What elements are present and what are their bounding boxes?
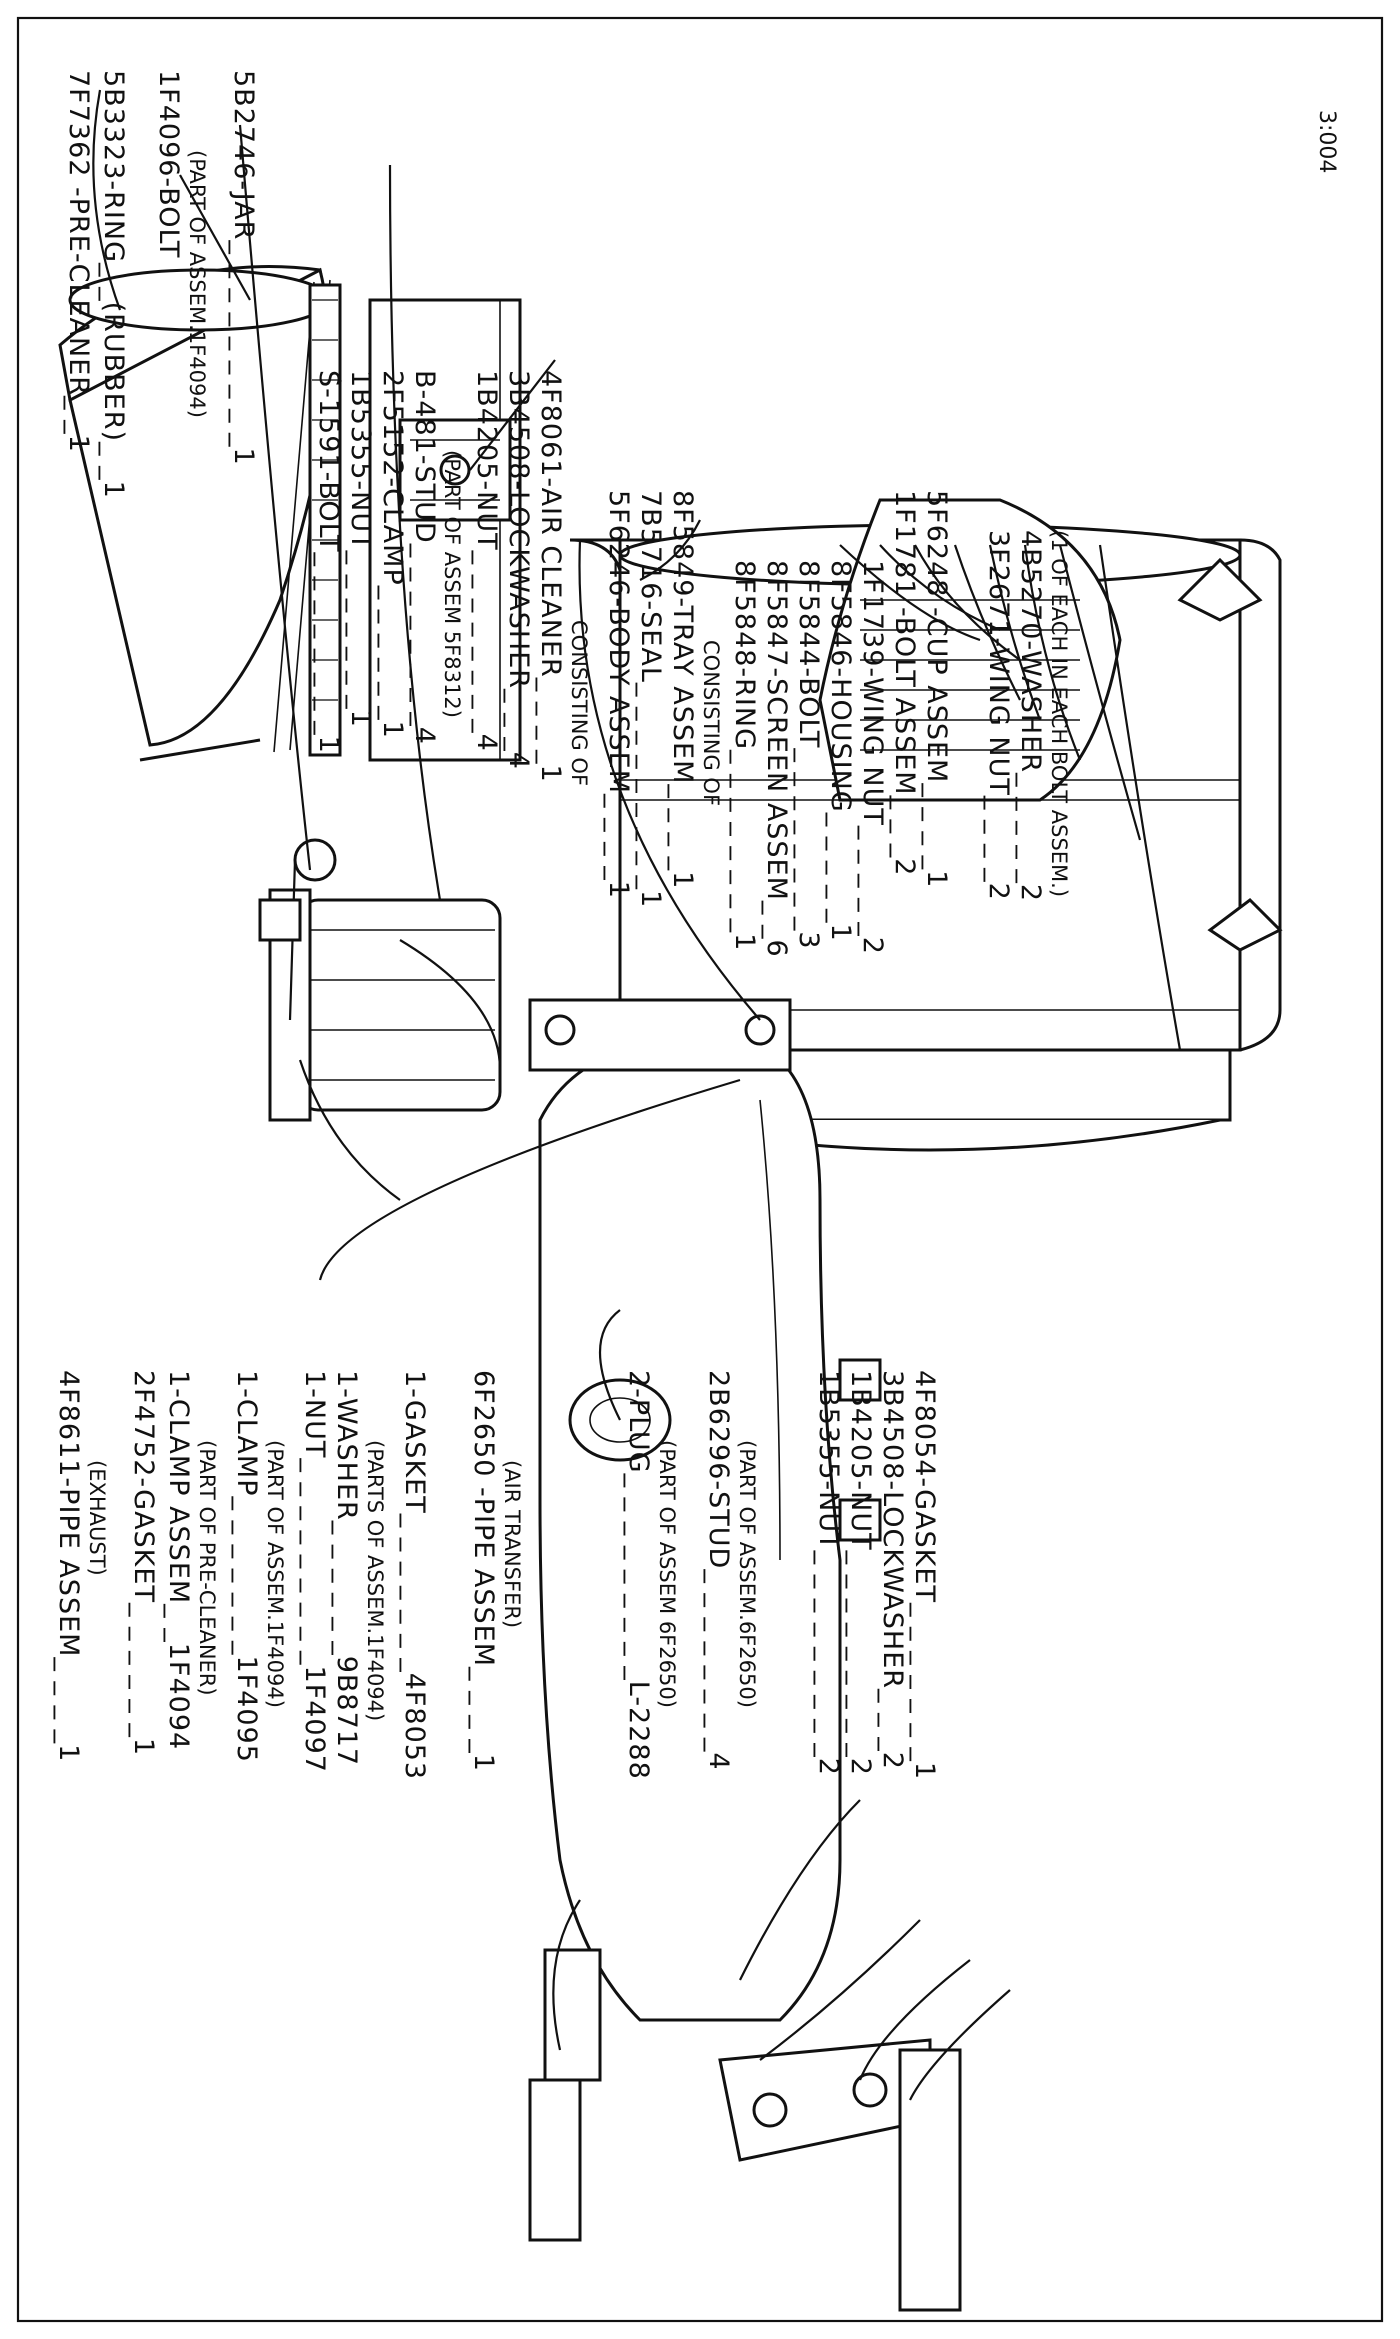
label-nut-1f4097: 1-NUT_ _ _ _ _ _ _ _ _1F4097 — [299, 1370, 330, 1773]
label-clamp-1f4095-note: (PART OF ASSEM.1F4094) — [263, 1440, 287, 1708]
exhaust-pipe — [528, 1948, 602, 2242]
label-pre-cleaner: 7F7362 -PRE-CLEANER_ _1 — [63, 70, 94, 453]
label-plug-note: (PART OF ASSEM 6F2650) — [655, 1440, 679, 1708]
label-nut-1b4205-top: 1B4205-NUT_ _ _ _ _ _ _ _4 — [471, 370, 502, 752]
air-transfer-pipe — [538, 1038, 842, 2022]
label-wing-nut-3f2671: 3F2671-WING NUT_ _ _ _2 — [983, 530, 1014, 901]
pipe-flange-bottom — [718, 2038, 962, 2312]
label-washer-9b8717: 1-WASHER_ _ _ _ _ _9B8717 — [331, 1370, 362, 1766]
label-body-assem: 5F6246-BODY ASSEM_ _ _ _1 — [603, 490, 634, 899]
label-tray-assem: 8F5849-TRAY ASSEM_ _ _ _1 — [667, 490, 698, 889]
label-bolt-8f5844: 8F5844-BOLT_ _ _ _ _ _ _ _3 — [793, 560, 824, 950]
label-jar: 5B2746-JAR_ _ _ _ _ _ _ _ _1 — [228, 70, 259, 466]
label-bolt-1f4096-note: (PART OF ASSEM.1F4094) — [185, 150, 209, 418]
label-wing-nut-1f1739: 1F1739-WING NUT_ _ _ _ _2 — [857, 560, 888, 955]
label-lockwasher-bottom: 3B4508-LOCKWASHER_ _ _2 — [877, 1370, 908, 1770]
label-bolt-assem-1f1781: 1F1781 -BOLT ASSEM_ _ _2 — [889, 490, 920, 876]
label-pipe-assem-exhaust: 4F8611-PIPE ASSEM_ _ _ _1 — [53, 1370, 84, 1762]
pipe-flange-top — [528, 998, 792, 1072]
label-gasket-4f8054: 4F8054-GASKET_ _ _ _ _ _ _1 — [909, 1370, 940, 1780]
label-washer-9b8717-note: (PARTS OF ASSEM.1F4094) — [363, 1440, 387, 1721]
label-cup-assem: 5F6248 -CUP ASSEM_ _ _ _1 — [921, 490, 952, 888]
cutaway-screens — [818, 498, 1122, 802]
label-ring-8f5848: 8F5848-RING_ _ _ _ _ _ _ _1 — [729, 560, 760, 951]
label-stud-b481-note: (PART OF ASSEM 5F8312) — [440, 450, 464, 718]
label-lockwasher-top: 3B4508-LOCKWASHER_ _ _4 — [503, 370, 534, 770]
inlet-clamp — [398, 418, 512, 522]
label-bolt-s1591: S-1591-BOLT_ _ _ _ _ _ _ _1 — [313, 370, 344, 754]
jar — [268, 888, 502, 1122]
label-consisting-of-2: CONSISTING OF — [699, 640, 723, 806]
side-studs — [838, 1358, 882, 1542]
label-pipe-assem-air: 6F2650 -PIPE ASSEM_ _ _ _1 — [468, 1370, 499, 1772]
label-clamp-assem: 1-CLAMP ASSEM_ _1F4094 — [163, 1370, 194, 1750]
label-seal: 7B5716-SEAL_ _ _ _ _ _ _ _ _1 — [635, 490, 666, 908]
page-border — [16, 16, 1384, 2323]
wing-bolt — [258, 838, 337, 1021]
cup-wing-nut-top — [1177, 557, 1263, 622]
label-group-left: 4F8611-PIPE ASSEM_ _ _ _1 (EXHAUST) 2F47… — [53, 1370, 940, 1780]
label-group-top: 7F7362 -PRE-CLEANER_ _1 5B3323-RING_ _(R… — [63, 70, 1339, 958]
pre-cleaner-dome — [58, 265, 342, 762]
label-bolt-1f4096: 1F4096-BOLT — [153, 70, 184, 258]
label-gasket-2f4752: 2F4752-GASKET_ _ _ _ _ _1 — [128, 1370, 159, 1756]
label-nut-1b5355-bottom: 1B5355-NUT_ _ _ _ _ _ _ _ _2 — [813, 1370, 844, 1776]
label-gasket-4f8053: 1-GASKET_ _ _ _ _ _ _4F8053 — [399, 1370, 430, 1780]
label-ring-rubber: 5B3323-RING_ _(RUBBER)_ _1 — [98, 70, 129, 499]
label-washer-note: (1 OF EACH IN EACH BOLT ASSEM.) — [1047, 530, 1071, 897]
label-air-transfer-note: (AIR TRANSFER) — [500, 1460, 524, 1628]
label-clamp-2f5152: 2F5152-CLAMP_ _ _ _ _ _1 — [377, 370, 408, 739]
cup-wing-nut-bottom — [1207, 898, 1283, 952]
label-exhaust-note: (EXHAUST) — [85, 1460, 109, 1576]
label-consisting-of-1: CONSISTING OF — [567, 620, 591, 786]
label-stud-2b6296: 2B6296-STUD_ _ _ _ _ _ _ _4 — [703, 1370, 734, 1771]
label-washer-4b5270: 4B5270-WASHER_ _ _ _ _2 — [1015, 530, 1046, 902]
label-stud-2b6296-note: (PART OF ASSEM.6F2650) — [735, 1440, 759, 1708]
label-nut-1b4205-bottom: 1B4205-NUT_ _ _ _ _ _ _ _ _2 — [845, 1370, 876, 1776]
label-clamp-1f4095: 1-CLAMP_ _ _ _ _ _ _1F4095 — [231, 1370, 262, 1763]
label-screen-assem: 8F5847-SCREEN ASSEM_ _6 — [761, 560, 792, 958]
label-plug: 2-PLUG_ _ _ _ _ _ _ _ _L-2288 — [623, 1370, 654, 1780]
label-housing: 8F5846-HOUSING_ _ _ _ _1 — [825, 560, 856, 942]
leader-lines — [92, 89, 1182, 2101]
figure-number: 3:004 — [1314, 110, 1339, 173]
label-nut-1b5355-top: 1B5355-NUT_ _ _ _ _ _ _1 — [345, 370, 376, 728]
label-stud-b481: B-481-STUD_ _ _ _ _ _ _ _4 — [409, 370, 440, 745]
label-air-cleaner: 4F8061-AIR CLEANER_ _ _ _1 — [535, 370, 566, 783]
pre-cleaner-ring — [308, 283, 342, 757]
label-clamp-assem-note: (PART OF PRE-CLEANER) — [195, 1440, 219, 1696]
